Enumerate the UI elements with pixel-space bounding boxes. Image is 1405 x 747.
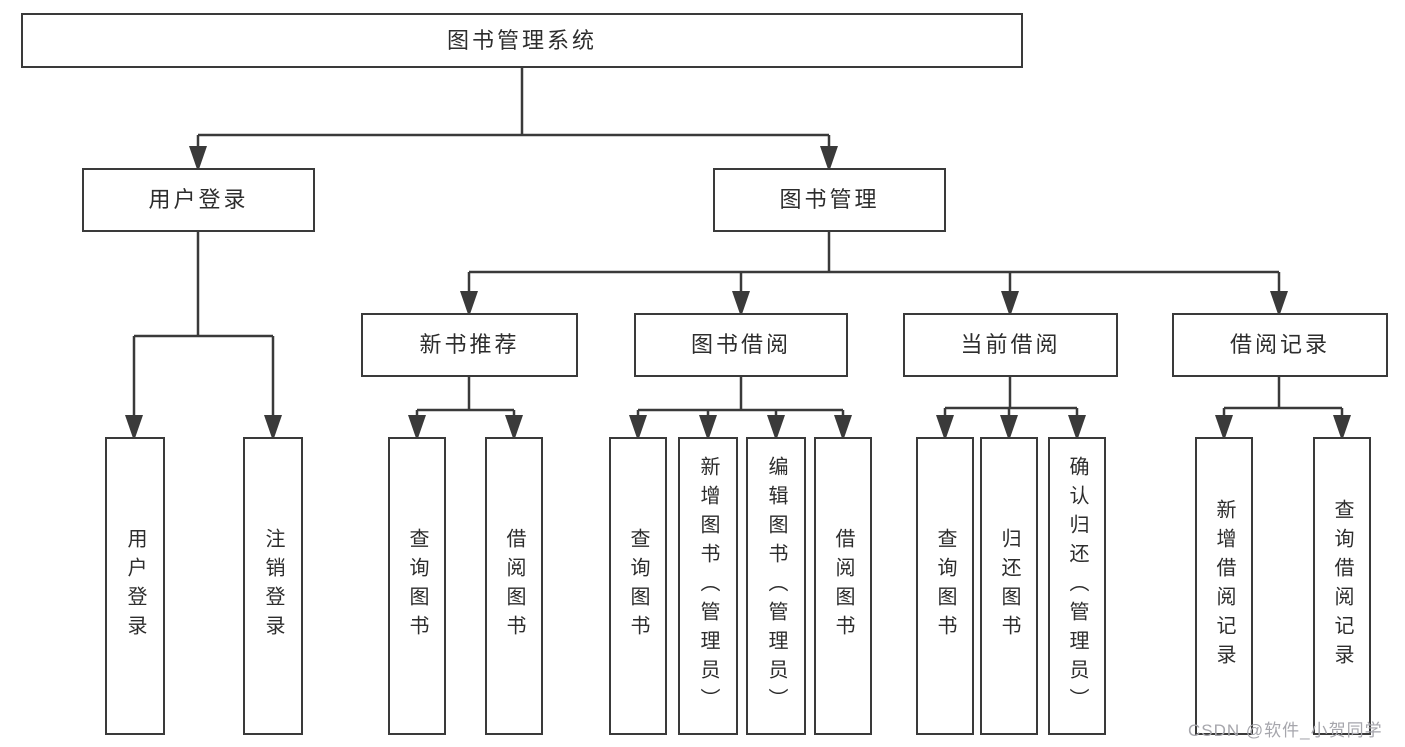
arrow-down-icon <box>460 291 478 317</box>
leaf-query-books-current: 查询图书 <box>916 437 974 735</box>
edge-current-borrowing <box>943 375 1079 416</box>
arrow-down-icon <box>125 415 143 441</box>
node-new-book-recommend: 新书推荐 <box>361 313 578 377</box>
arrow-down-icon <box>629 415 647 441</box>
leaf-user-login: 用户登录 <box>105 437 165 735</box>
node-current-borrowing: 当前借阅 <box>903 313 1118 377</box>
edge-user-login <box>132 230 275 420</box>
node-root: 图书管理系统 <box>21 13 1023 68</box>
node-book-borrowing: 图书借阅 <box>634 313 848 377</box>
leaf-edit-books-admin: 编辑图书（管理员） <box>746 437 806 735</box>
arrow-down-icon <box>820 146 838 172</box>
arrow-down-icon <box>699 415 717 441</box>
leaf-add-borrow-record: 新增借阅记录 <box>1195 437 1253 735</box>
leaf-confirm-return-admin: 确认归还（管理员） <box>1048 437 1106 735</box>
leaf-add-books-admin: 新增图书（管理员） <box>678 437 738 735</box>
arrowheads <box>125 146 1351 441</box>
arrow-down-icon <box>189 146 207 172</box>
node-book-management: 图书管理 <box>713 168 946 232</box>
arrow-down-icon <box>264 415 282 441</box>
arrow-down-icon <box>1270 291 1288 317</box>
node-borrow-records: 借阅记录 <box>1172 313 1388 377</box>
arrow-down-icon <box>408 415 426 441</box>
arrow-down-icon <box>1215 415 1233 441</box>
leaf-borrow-books-recommend: 借阅图书 <box>485 437 543 735</box>
leaf-logout: 注销登录 <box>243 437 303 735</box>
edge-book-management <box>467 230 1281 295</box>
arrow-down-icon <box>1333 415 1351 441</box>
arrow-down-icon <box>505 415 523 441</box>
edge-book-borrowing <box>636 375 845 418</box>
edge-borrow-records <box>1222 375 1344 416</box>
leaf-return-books: 归还图书 <box>980 437 1038 735</box>
arrow-down-icon <box>732 291 750 317</box>
arrow-down-icon <box>767 415 785 441</box>
node-user-login: 用户登录 <box>82 168 315 232</box>
leaf-query-books-recommend: 查询图书 <box>388 437 446 735</box>
leaf-query-borrow-record: 查询借阅记录 <box>1313 437 1371 735</box>
arrow-down-icon <box>1001 291 1019 317</box>
edge-root <box>196 66 831 150</box>
arrow-down-icon <box>1000 415 1018 441</box>
leaf-query-books-borrowing: 查询图书 <box>609 437 667 735</box>
arrow-down-icon <box>1068 415 1086 441</box>
arrow-down-icon <box>834 415 852 441</box>
edge-new-book-recommend <box>415 375 516 418</box>
arrow-down-icon <box>936 415 954 441</box>
leaf-borrow-books-borrowing: 借阅图书 <box>814 437 872 735</box>
watermark: CSDN @软件_小贺同学 <box>1188 721 1383 740</box>
